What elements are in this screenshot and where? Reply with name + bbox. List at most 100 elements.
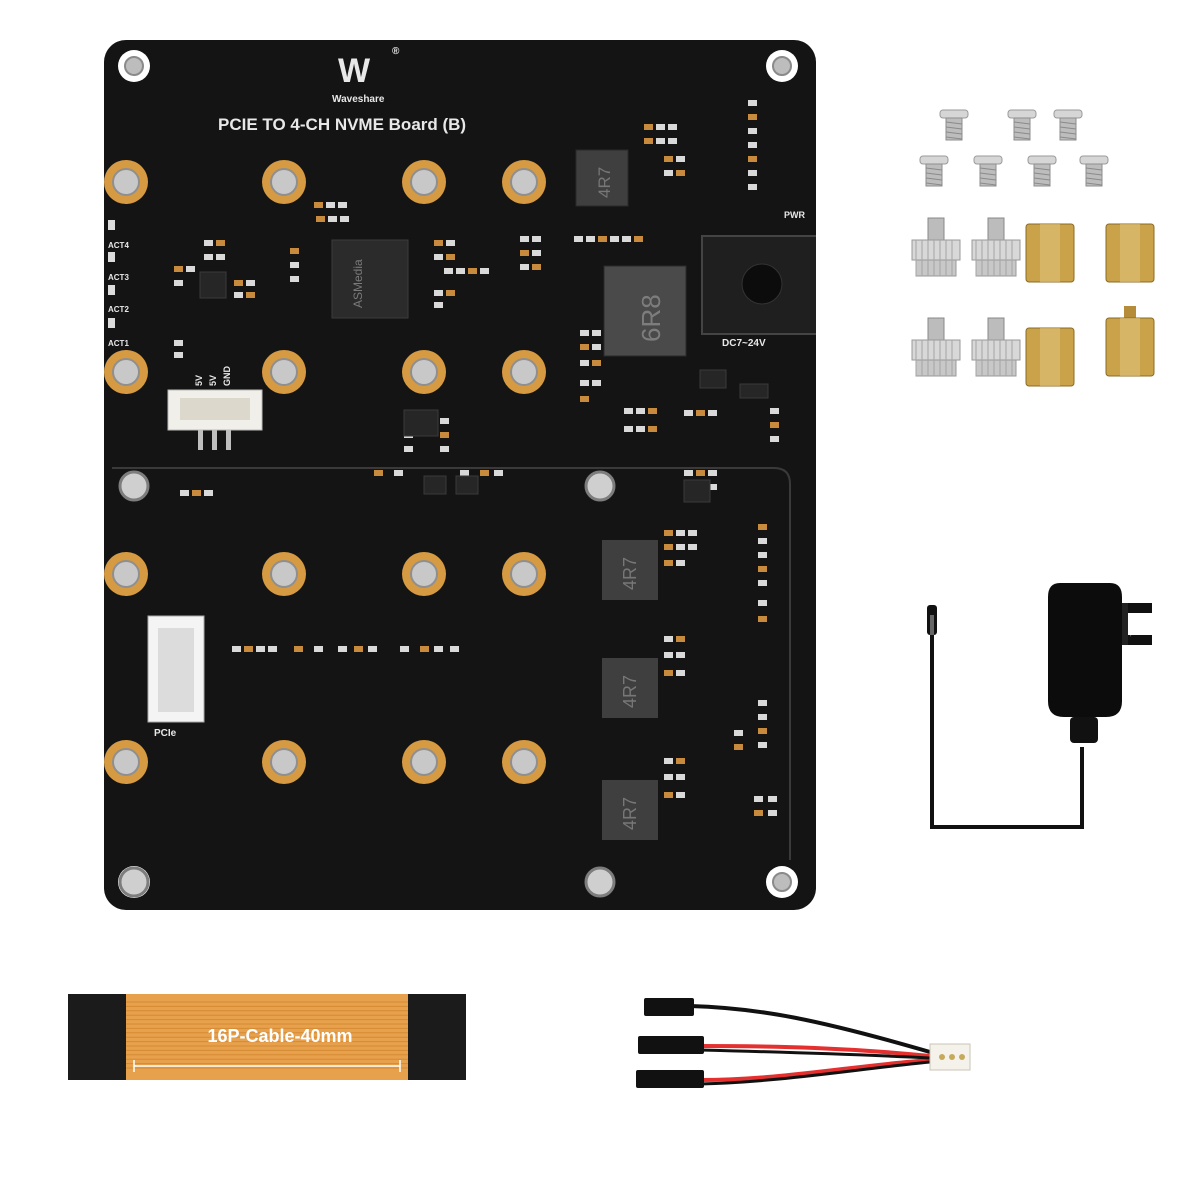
act2-label: ACT2 [108, 305, 129, 314]
smd-component [520, 236, 529, 242]
smd-component [520, 264, 529, 270]
smd-component [748, 100, 757, 106]
smd-component [592, 330, 601, 336]
smd-component [204, 254, 213, 260]
smd-component [532, 250, 541, 256]
brass-standoff [1105, 223, 1155, 283]
smd-component [770, 422, 779, 428]
smd-component [676, 544, 685, 550]
smd-component [328, 216, 337, 222]
smd-component [758, 700, 767, 706]
smd-component [494, 470, 503, 476]
smd-component [770, 408, 779, 414]
smd-component [446, 254, 455, 260]
smd-component [446, 240, 455, 246]
smd-component [204, 240, 213, 246]
smd-component [592, 360, 601, 366]
smd-component [246, 292, 255, 298]
smd-component [598, 236, 607, 242]
knurled-standoff [971, 217, 1021, 277]
flat-head-screw [1027, 155, 1057, 187]
smd-component [664, 560, 673, 566]
smd-component [708, 484, 717, 490]
smd-component [676, 170, 685, 176]
ic-chip [683, 479, 711, 503]
ic-chip [699, 369, 727, 389]
smd-component [580, 344, 589, 350]
smd-component [234, 280, 243, 286]
smd-component [656, 124, 665, 130]
smd-component [174, 340, 183, 346]
pcie-nvme-board: W ® Waveshare PCIE TO 4-CH NVME Board (B… [104, 40, 816, 910]
smd-component [644, 124, 653, 130]
board-title: PCIE TO 4-CH NVME Board (B) [218, 115, 466, 134]
smd-component [636, 426, 645, 432]
smd-component [754, 796, 763, 802]
smd-component [758, 616, 767, 622]
smd-component [676, 774, 685, 780]
pcie-label: PCIe [154, 728, 177, 739]
smd-component [180, 490, 189, 496]
brass-standoff [1105, 306, 1155, 377]
smd-component [434, 240, 443, 246]
screw-set [910, 100, 1170, 400]
smd-component [664, 774, 673, 780]
smd-component [520, 250, 529, 256]
smd-component [708, 470, 717, 476]
smd-component [314, 646, 323, 652]
smd-component [440, 418, 449, 424]
svg-text:®: ® [392, 46, 400, 57]
fan-5v-a: 5V [194, 375, 204, 386]
smd-component [368, 646, 377, 652]
fan-5v-b: 5V [208, 375, 218, 386]
smd-component [480, 268, 489, 274]
smd-component [174, 280, 183, 286]
ic-chip [199, 271, 227, 299]
ffc-cable [68, 994, 466, 1080]
act1-label: ACT1 [108, 339, 129, 348]
smd-component [664, 758, 673, 764]
smd-component [580, 380, 589, 386]
smd-component [314, 202, 323, 208]
smd-component [688, 544, 697, 550]
smd-component [610, 236, 619, 242]
smd-component [468, 268, 477, 274]
smd-component [664, 544, 673, 550]
smd-component [338, 202, 347, 208]
inductor-top: 4R7 [595, 167, 614, 198]
smd-component [216, 240, 225, 246]
smd-component [192, 490, 201, 496]
smd-component [586, 236, 595, 242]
smd-component [216, 254, 225, 260]
smd-component [450, 646, 459, 652]
act3-label: ACT3 [108, 273, 129, 282]
smd-component [394, 470, 403, 476]
smd-component [676, 652, 685, 658]
smd-component [664, 170, 673, 176]
fan-gnd: GND [222, 366, 232, 387]
smd-component [338, 646, 347, 652]
smd-component [234, 292, 243, 298]
smd-component [440, 432, 449, 438]
knurled-standoff [911, 317, 961, 377]
smd-component [174, 352, 183, 358]
smd-component [580, 330, 589, 336]
dc-label: DC7~24V [722, 338, 766, 349]
ic-chip [455, 475, 479, 495]
smd-component [460, 470, 469, 476]
smd-component [648, 408, 657, 414]
smd-component [748, 142, 757, 148]
smd-component [734, 744, 743, 750]
smd-component [758, 552, 767, 558]
smd-component [708, 410, 717, 416]
smd-component [592, 344, 601, 350]
inductor-3: 4R7 [620, 797, 640, 830]
smd-component [256, 646, 265, 652]
flat-head-screw [1053, 109, 1083, 141]
smd-component [656, 138, 665, 144]
smd-component [434, 254, 443, 260]
knurled-standoff [911, 217, 961, 277]
flat-head-screw [939, 109, 969, 141]
smd-component [574, 236, 583, 242]
brand-text: Waveshare [332, 94, 385, 105]
